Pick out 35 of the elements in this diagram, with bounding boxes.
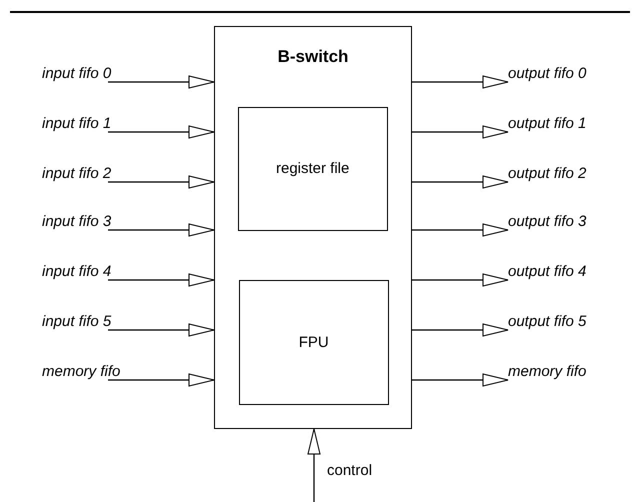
arrow (412, 374, 508, 386)
port-label: input fifo 5 (42, 313, 112, 330)
port-label: output fifo 3 (508, 213, 586, 230)
block-title: B-switch (278, 47, 348, 67)
arrow (412, 126, 508, 138)
arrow (412, 176, 508, 188)
port-label: input fifo 3 (42, 213, 112, 230)
switch-box (214, 26, 412, 429)
port-label: output fifo 1 (508, 115, 586, 132)
port-label: input fifo 4 (42, 263, 112, 280)
port-label: memory fifo (42, 363, 120, 380)
arrow (412, 76, 508, 88)
port-label: output fifo 2 (508, 165, 586, 182)
arrow (412, 324, 508, 336)
arrow (108, 126, 214, 138)
arrow (108, 76, 214, 88)
port-label: input fifo 0 (42, 65, 112, 82)
arrow (412, 224, 508, 236)
arrow (412, 274, 508, 286)
port-label: input fifo 1 (42, 115, 112, 132)
arrow (108, 176, 214, 188)
arrow (108, 224, 214, 236)
arrow (108, 374, 214, 386)
port-label: output fifo 4 (508, 263, 586, 280)
port-label: input fifo 2 (42, 165, 112, 182)
port-label: memory fifo (508, 363, 586, 380)
port-label: output fifo 5 (508, 313, 586, 330)
block-label: register file (276, 160, 350, 178)
arrow (108, 324, 214, 336)
port-label: output fifo 0 (508, 65, 586, 82)
arrow (308, 428, 320, 502)
fpu-box (238, 280, 389, 405)
arrow (108, 274, 214, 286)
register-file-box (238, 106, 388, 231)
block-label: FPU (298, 334, 329, 351)
